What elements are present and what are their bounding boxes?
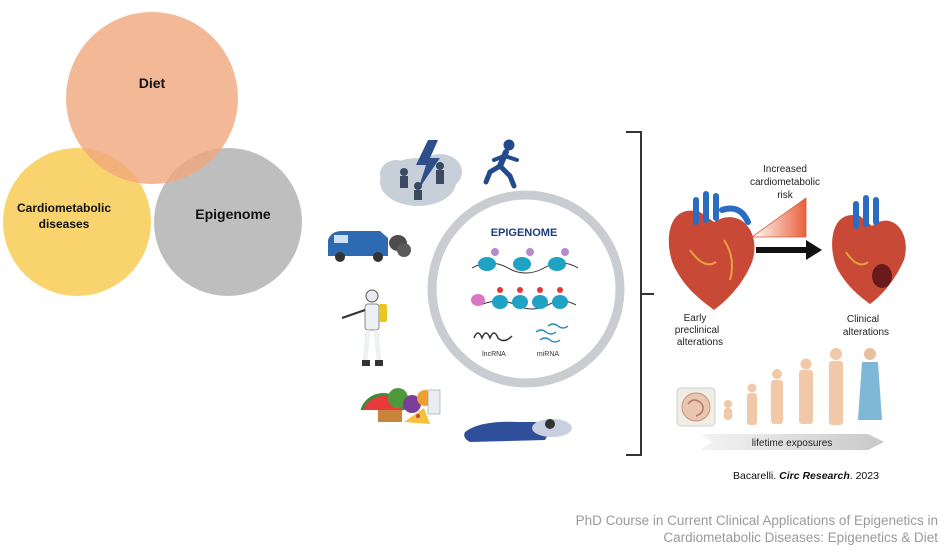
citation: Bacarelli. Circ Research. 2023 [733,470,879,482]
footer-line-2: Cardiometabolic Diseases: Epigenetics & … [663,530,938,545]
lifetime-exposures-arrow [700,434,884,450]
healthy-food-icon [360,388,441,424]
pesticide-sprayer-icon [341,289,387,366]
lifetime-exposures-label: lifetime exposures [752,438,833,449]
lncrna-label: lncRNA [482,351,506,358]
risk-label-2: cardiometabolic [750,177,820,188]
sleeping-person-icon [464,419,572,442]
venn-label-cardiometabolic-1: Cardiometabolic [17,201,111,215]
footer-line-1: PhD Course in Current Clinical Applicati… [575,513,938,528]
venn-diagram: Diet Cardiometabolic diseases Epigenome [3,12,302,296]
baby-figure [724,400,732,420]
citation-year: . 2023 [849,470,879,482]
bracket [626,131,654,456]
mirna-label: miRNA [537,351,559,358]
mirna-icon [535,323,569,343]
van-pollution-icon [328,231,411,262]
risk-label-3: risk [777,190,794,201]
venn-circle-cardiometabolic [3,148,151,296]
early-label-1: Early [684,313,707,324]
venn-label-cardiometabolic-2: diseases [39,217,90,231]
child-figure [771,369,783,424]
epigenome-title: EPIGENOME [491,227,558,239]
citation-journal: Circ Research [779,470,850,482]
citation-author: Bacarelli. [733,470,777,482]
risk-gradient-triangle [750,197,807,238]
risk-label-1: Increased [763,164,807,175]
early-label-2: preclinical [675,325,719,336]
running-person-icon [483,139,519,189]
epigenome-circle: EPIGENOME [427,190,625,388]
stress-cloud-icon [380,140,462,206]
heart-clinical-icon [832,195,906,304]
toddler-figure [747,383,757,425]
venn-circle-diet [66,12,238,184]
clinical-label-2: alterations [843,327,889,338]
lncrna-icon [473,332,513,342]
venn-circle-epigenome [154,148,302,296]
life-stage-figures [724,348,882,425]
progression-arrow [756,240,822,260]
early-label-3: alterations [677,337,723,348]
nucleosome-row-1 [471,248,579,274]
teen-figure [799,358,813,424]
clinical-label-1: Clinical [847,314,879,325]
venn-label-epigenome: Epigenome [195,206,271,222]
nucleosome-row-2 [471,287,577,310]
venn-label-diet: Diet [139,75,166,91]
elder-figure [858,348,882,420]
adult-figure [829,348,843,425]
fetus-icon [676,387,716,427]
footer-course-title: PhD Course in Current Clinical Applicati… [518,512,938,546]
heart-early-icon [668,191,755,310]
